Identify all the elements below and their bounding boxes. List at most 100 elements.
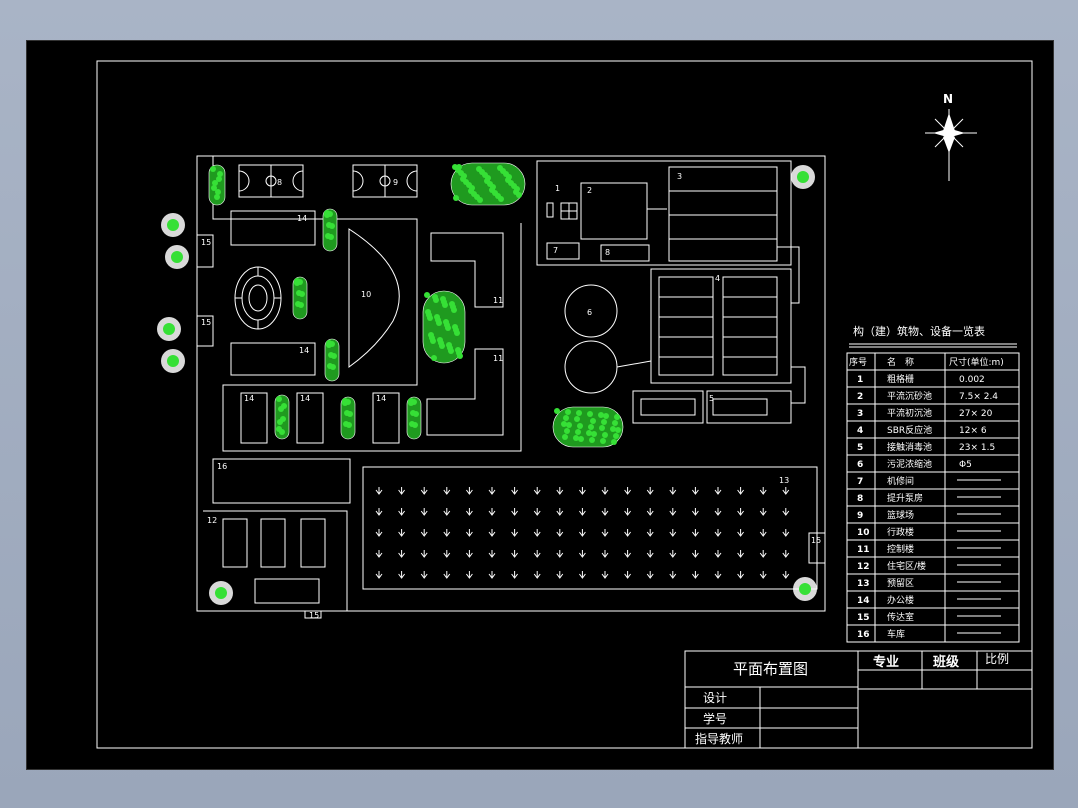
residential-building-a bbox=[222, 518, 248, 568]
legend-row-name: SBR反应池 bbox=[887, 424, 932, 436]
label-b14b: 14 bbox=[299, 346, 309, 355]
legend-row-no: 5 bbox=[857, 443, 863, 453]
marker-arrow bbox=[533, 571, 541, 579]
marker-arrow bbox=[669, 571, 677, 579]
marker-arrow bbox=[714, 550, 722, 558]
legend-row-no: 1 bbox=[857, 375, 863, 385]
marker-arrow bbox=[646, 487, 654, 495]
marker-arrow bbox=[533, 508, 541, 516]
shrub-symbol bbox=[165, 245, 189, 269]
marker-arrow bbox=[759, 529, 767, 537]
repair-shop-7 bbox=[546, 242, 580, 260]
legend-row-no: 15 bbox=[857, 613, 870, 623]
drawing-title: 平面布置图 bbox=[733, 660, 808, 678]
marker-arrow bbox=[579, 571, 586, 579]
marker-arrow bbox=[624, 529, 631, 537]
legend-row-name: 接触消毒池 bbox=[887, 441, 932, 453]
legend-header: 序号 bbox=[849, 356, 867, 368]
marker-arrow bbox=[465, 508, 473, 516]
legend-row-size: 12× 6 bbox=[959, 426, 987, 436]
marker-arrow bbox=[646, 550, 654, 558]
label-b15c: 15 bbox=[309, 611, 319, 620]
legend-row-no: 11 bbox=[857, 545, 870, 555]
student-no-label: 学号 bbox=[703, 711, 727, 726]
legend-row-no: 4 bbox=[857, 426, 863, 436]
admin-building-10 bbox=[348, 228, 400, 368]
marker-arrow bbox=[579, 508, 586, 516]
label-b14e: 14 bbox=[376, 394, 386, 403]
basketball-court-9: 9 bbox=[352, 164, 418, 198]
marker-arrow bbox=[443, 487, 451, 495]
marker-arrow bbox=[533, 487, 541, 495]
label-b16: 16 bbox=[217, 462, 227, 471]
basketball-court-8: 8 bbox=[238, 164, 304, 198]
label-b12: 12 bbox=[207, 516, 217, 525]
marker-arrow bbox=[511, 550, 519, 558]
marker-arrow bbox=[714, 508, 722, 516]
tree-bed bbox=[406, 396, 422, 440]
legend-row-name: 平流沉砂池 bbox=[887, 390, 932, 402]
label-b14a: 14 bbox=[297, 214, 307, 223]
marker-arrow bbox=[601, 487, 609, 495]
scale-label: 比例 bbox=[985, 652, 1009, 666]
label-b15d: 15 bbox=[811, 536, 821, 545]
legend-row-no: 2 bbox=[857, 392, 863, 402]
legend-row-name: 篮球场 bbox=[887, 509, 914, 521]
marker-arrow bbox=[375, 529, 383, 537]
marker-arrow bbox=[556, 550, 564, 558]
gatehouse-15-b bbox=[196, 315, 214, 347]
label-b9: 9 bbox=[393, 178, 398, 187]
legend-row-name: 住宅区/楼 bbox=[887, 560, 926, 572]
marker-arrow bbox=[601, 571, 609, 579]
marker-arrow bbox=[759, 550, 767, 558]
office-14-b bbox=[230, 342, 316, 376]
site-plan-drawing: N 8 9 15 15 14 14 bbox=[96, 60, 1033, 749]
legend-row-no: 14 bbox=[857, 596, 870, 606]
pretreatment-zone bbox=[536, 160, 792, 266]
marker-arrow bbox=[375, 487, 383, 495]
legend-row-name: 办公楼 bbox=[887, 594, 914, 606]
marker-arrow bbox=[420, 508, 428, 516]
marker-arrow bbox=[511, 571, 519, 579]
label-b3: 3 bbox=[677, 172, 682, 181]
north-compass: N bbox=[925, 92, 977, 181]
title-block: 平面布置图 专业 班级 比例 设计 学号 指导教师 bbox=[684, 650, 1033, 749]
marker-arrow bbox=[398, 508, 406, 516]
tree-bed bbox=[274, 394, 290, 440]
tree-bed bbox=[552, 406, 624, 448]
residential-zone-12 bbox=[203, 510, 348, 611]
marker-arrow bbox=[488, 529, 496, 537]
marker-arrow bbox=[488, 487, 496, 495]
residential-building-c bbox=[300, 518, 326, 568]
marker-arrow bbox=[443, 550, 451, 558]
legend-row-name: 提升泵房 bbox=[887, 492, 923, 504]
legend-row-no: 8 bbox=[857, 494, 863, 504]
legend-row-no: 9 bbox=[857, 511, 863, 521]
shrub-symbol bbox=[209, 581, 233, 605]
legend-row-no: 10 bbox=[857, 528, 870, 538]
legend-header: 尺寸(单位:m) bbox=[949, 356, 1004, 368]
legend-row-name: 行政楼 bbox=[887, 526, 914, 538]
sbr-reactor-4 bbox=[650, 268, 792, 384]
marker-arrow bbox=[737, 529, 744, 537]
marker-arrow bbox=[601, 508, 609, 516]
label-b11b: 11 bbox=[493, 354, 503, 363]
marker-arrow bbox=[782, 550, 790, 558]
marker-arrow bbox=[782, 508, 790, 516]
marker-arrow bbox=[420, 529, 428, 537]
marker-arrow bbox=[601, 550, 609, 558]
marker-arrow bbox=[533, 550, 541, 558]
marker-arrow bbox=[488, 571, 496, 579]
shrub-symbol bbox=[157, 317, 181, 341]
marker-arrow bbox=[646, 571, 654, 579]
label-b11a: 11 bbox=[493, 296, 503, 305]
legend-row-name: 控制楼 bbox=[887, 543, 914, 555]
tree-bed bbox=[292, 276, 308, 320]
tree-bed bbox=[340, 396, 356, 440]
legend-row-name: 机修间 bbox=[887, 475, 914, 487]
marker-arrow bbox=[398, 571, 406, 579]
marker-arrow bbox=[465, 529, 473, 537]
marker-arrow bbox=[556, 571, 564, 579]
shrub-symbol bbox=[793, 577, 817, 601]
marker-arrow bbox=[420, 550, 428, 558]
